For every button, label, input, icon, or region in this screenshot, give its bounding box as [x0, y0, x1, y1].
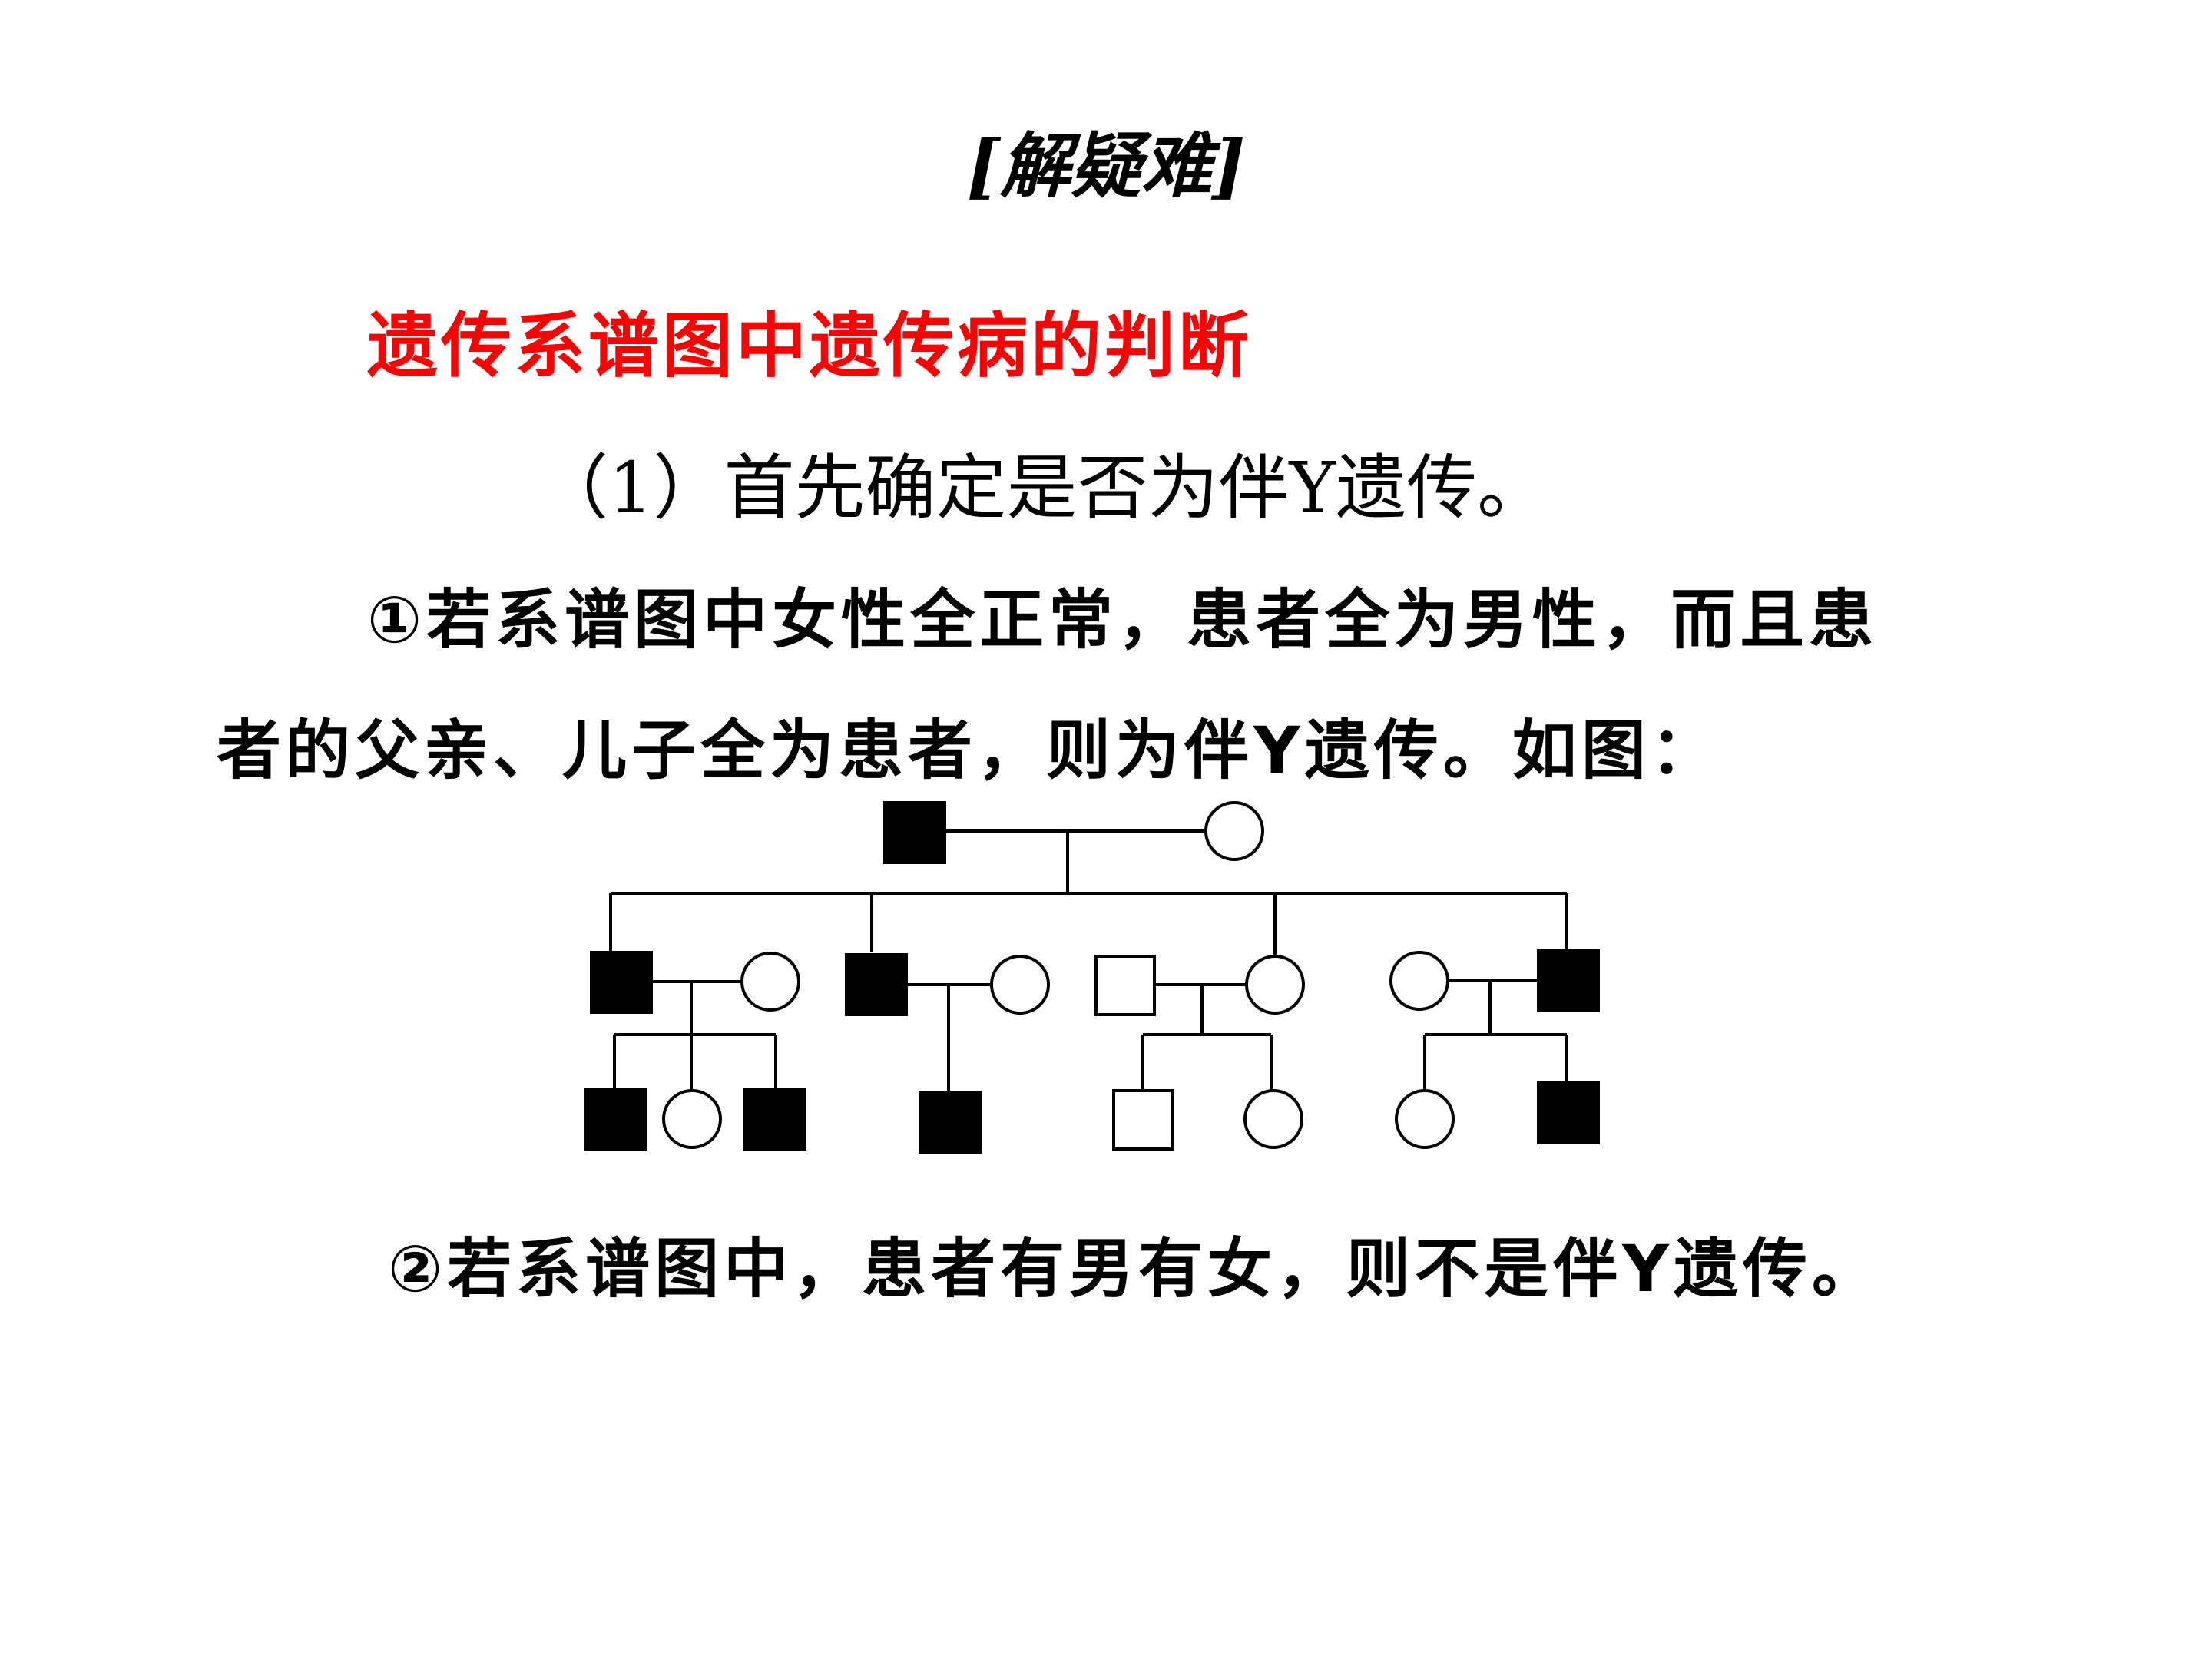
section-heading: 遗传系谱图中遗传病的判断: [367, 305, 1253, 387]
gen2-wife-1-normal-female: [740, 952, 800, 1012]
gen3-c1-daughter-normal-female: [662, 1089, 722, 1149]
rule-1-line-2: 者的父亲、儿子全为患者，则为伴Y遗传。如图：: [217, 713, 1720, 788]
gen3-c3-daughter-normal-female: [1243, 1089, 1303, 1149]
rule-1-line-1: ①若系谱图中女性全正常，患者全为男性，而且患: [367, 582, 1879, 657]
gen3-c1-son-2-affected-male: [743, 1088, 806, 1151]
gen3-c2-son-affected-male: [919, 1091, 982, 1154]
gen3-c1-son-1-affected-male: [584, 1088, 647, 1151]
gen2-daughter-normal-female: [1245, 955, 1305, 1015]
rule-2-text: ②若系谱图中，患者有男有女，则不是伴Y遗传。: [388, 1231, 1881, 1306]
gen1-father-affected-male: [883, 801, 946, 864]
gen2-wife-2-normal-female: [990, 955, 1050, 1015]
page-title: [解疑难]: [966, 124, 1246, 207]
gen2-son-1-affected-male: [590, 951, 653, 1014]
gen2-husband-3-normal-male: [1094, 955, 1156, 1016]
step-1-text: （1）首先确定是否为伴Y遗传。: [538, 447, 1548, 529]
gen1-mother-normal-female: [1204, 801, 1264, 861]
gen2-wife-4-normal-female: [1389, 951, 1449, 1011]
gen2-son-2-affected-male: [845, 953, 908, 1016]
gen3-c4-daughter-normal-female: [1395, 1089, 1455, 1149]
gen3-c3-son-normal-male: [1112, 1089, 1174, 1151]
gen3-c4-son-affected-male: [1537, 1081, 1600, 1144]
gen2-son-3-affected-male: [1537, 949, 1600, 1012]
